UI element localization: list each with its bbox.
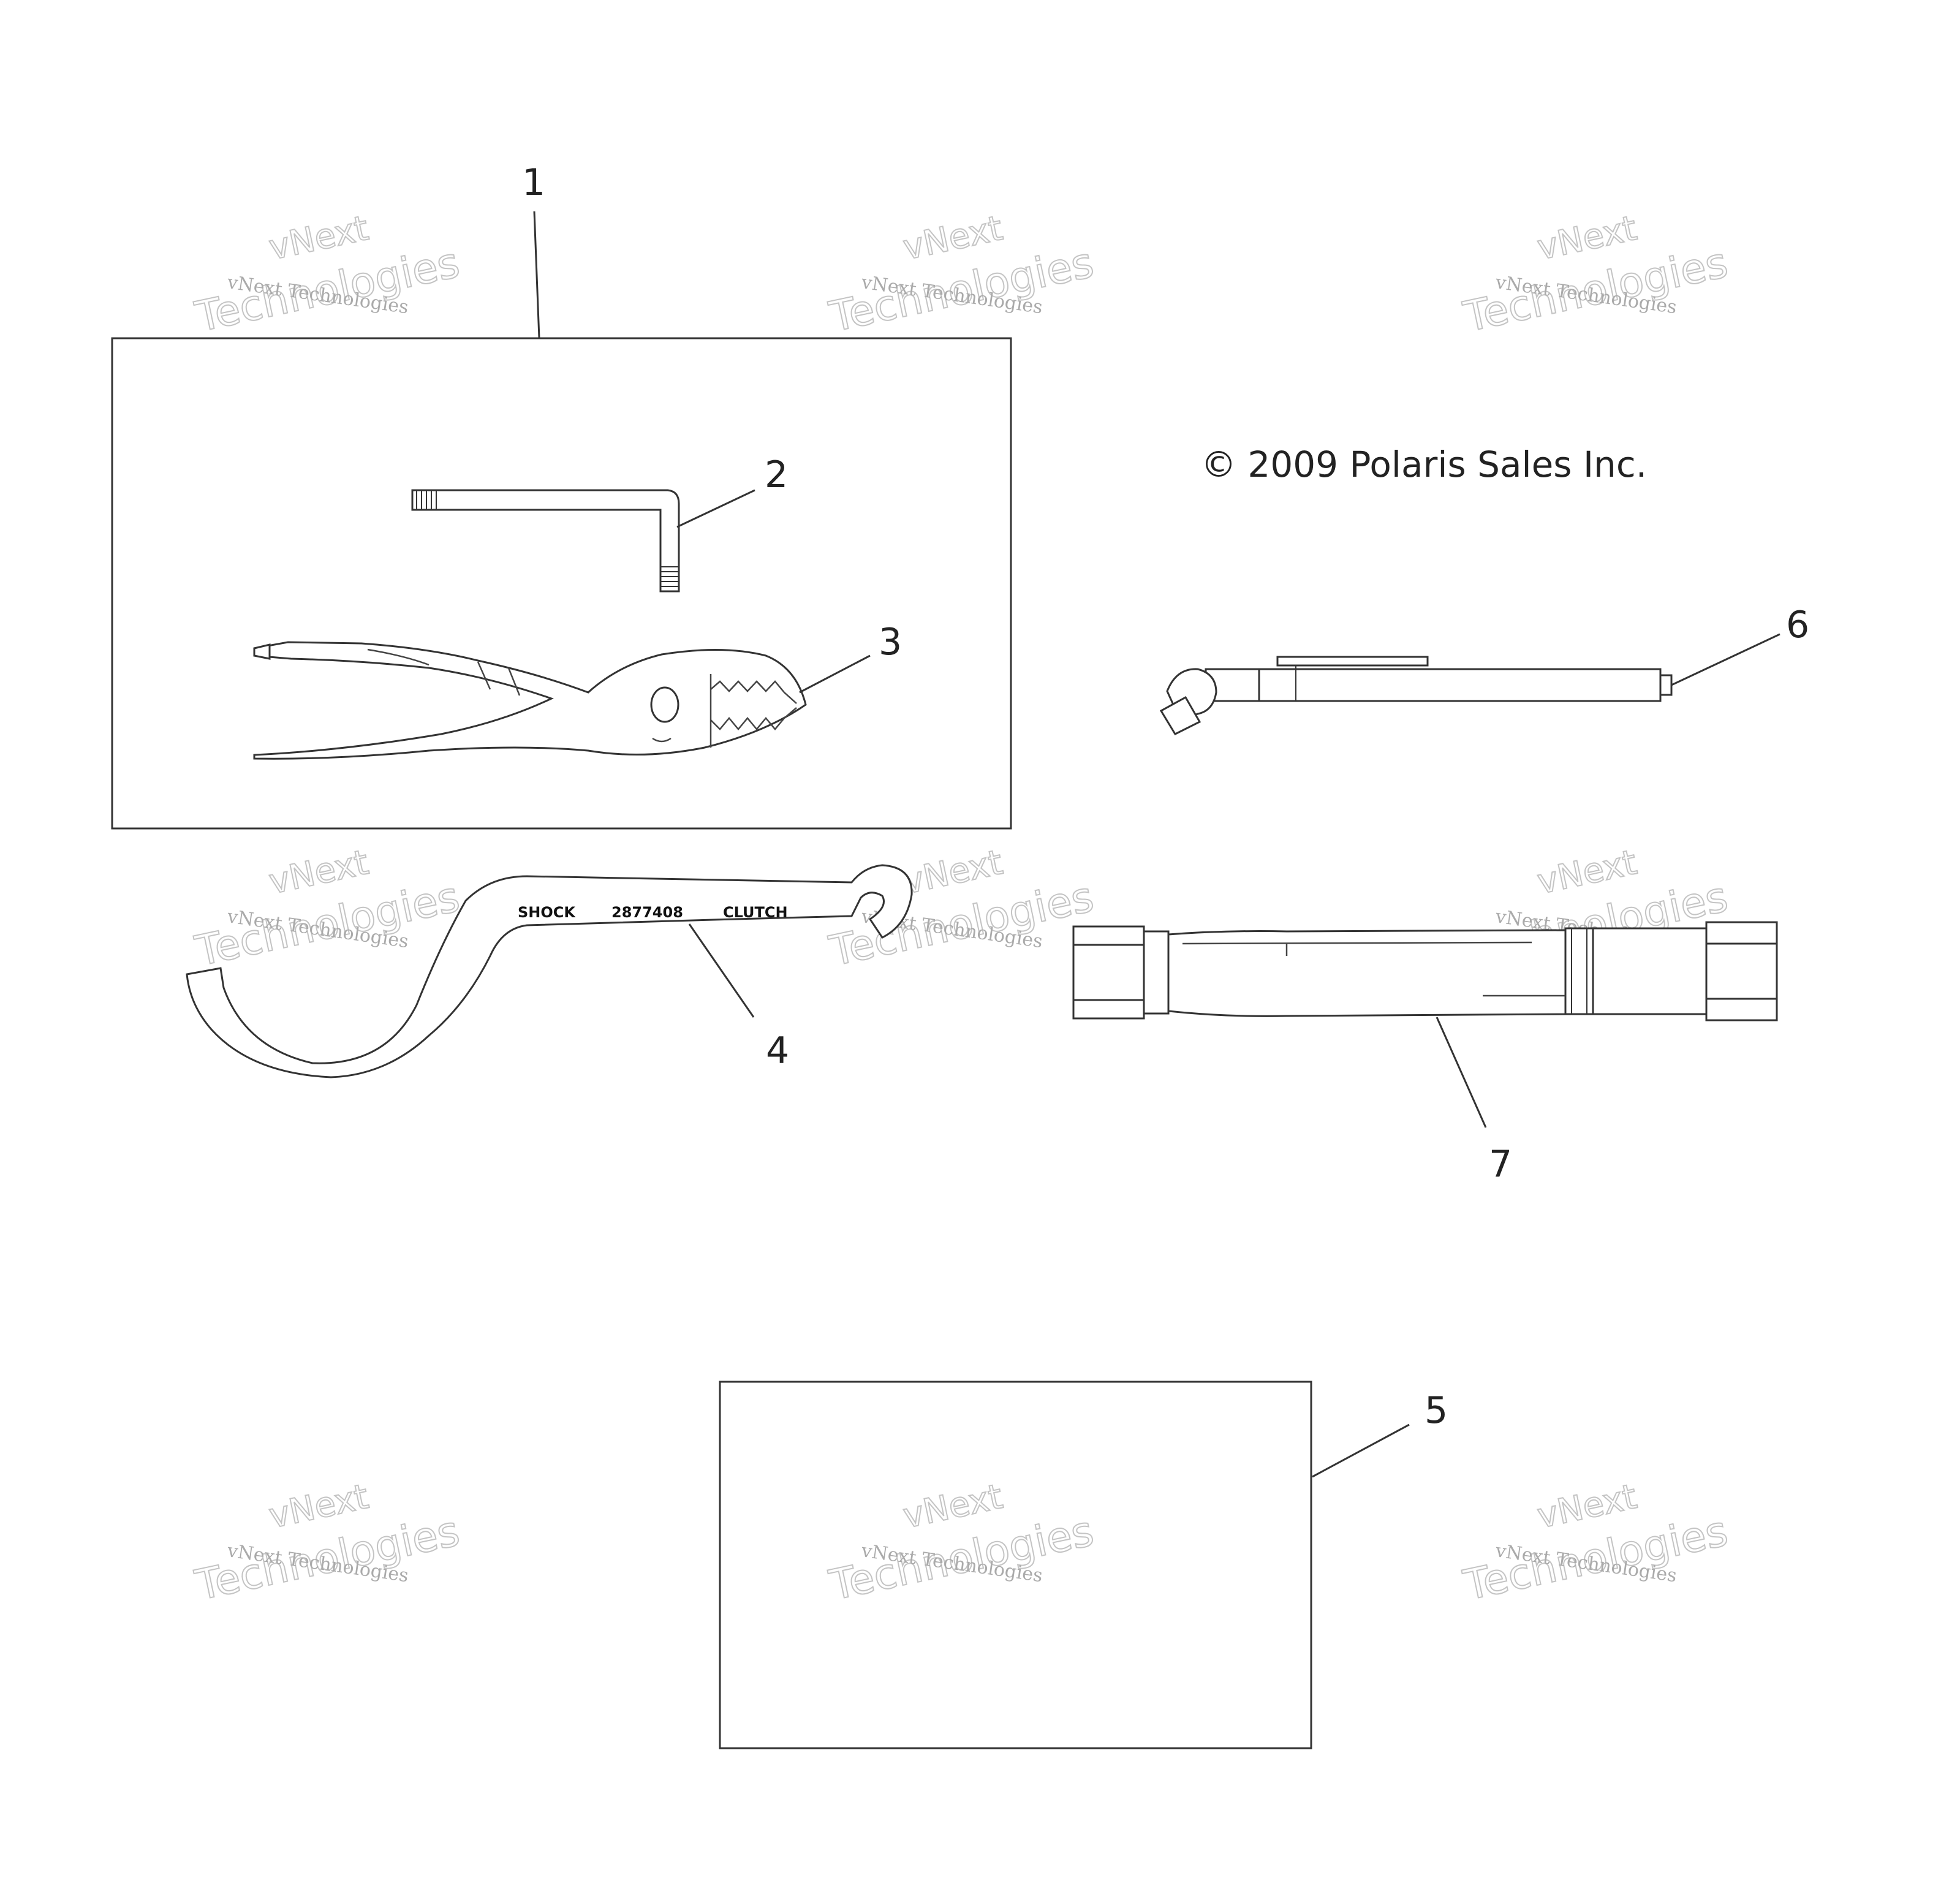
watermark: vNext Technologies — [825, 1476, 1099, 1611]
spanner-wrench: SHOCK 2877408 CLUTCH — [186, 864, 913, 1078]
pressure-gauge — [1159, 656, 1673, 735]
watermark: vNext Technologies — [1459, 1476, 1733, 1611]
callout-leader-4 — [688, 923, 755, 1018]
callout-leader-5 — [1312, 1423, 1410, 1478]
pliers — [253, 641, 807, 760]
callout-leader-6 — [1671, 633, 1780, 686]
callout-6: 6 — [1786, 604, 1809, 646]
copyright-notice: © 2009 Polaris Sales Inc. — [1201, 444, 1647, 485]
callout-1: 1 — [522, 161, 545, 204]
watermark: vNext Technologies — [825, 208, 1099, 343]
spanner-text-right: CLUTCH — [723, 904, 788, 921]
spanner-text-middle: 2877408 — [611, 904, 683, 921]
callout-4: 4 — [766, 1029, 789, 1072]
watermark: vNext Technologies — [191, 208, 464, 343]
callout-3: 3 — [879, 621, 902, 664]
watermark: vNext Technologies — [191, 842, 464, 977]
watermark: vNext Technologies — [1459, 208, 1733, 343]
callout-leader-7 — [1436, 1017, 1487, 1128]
callout-7: 7 — [1489, 1143, 1512, 1186]
spanner-text-left: SHOCK — [518, 904, 576, 921]
hex-key — [411, 489, 680, 593]
callout-leader-2 — [676, 489, 755, 528]
callout-5: 5 — [1425, 1389, 1448, 1432]
socket-tube — [1072, 921, 1778, 1021]
owners-manual — [719, 1381, 1312, 1749]
watermarks: vNext Technologies vNext Technologies vN… — [191, 208, 1733, 1611]
callout-leader-1 — [533, 211, 540, 339]
watermark: vNext Technologies — [191, 1476, 464, 1611]
tool-kit-box — [111, 337, 1012, 830]
callout-leader-3 — [799, 654, 871, 694]
callout-2: 2 — [765, 453, 788, 496]
